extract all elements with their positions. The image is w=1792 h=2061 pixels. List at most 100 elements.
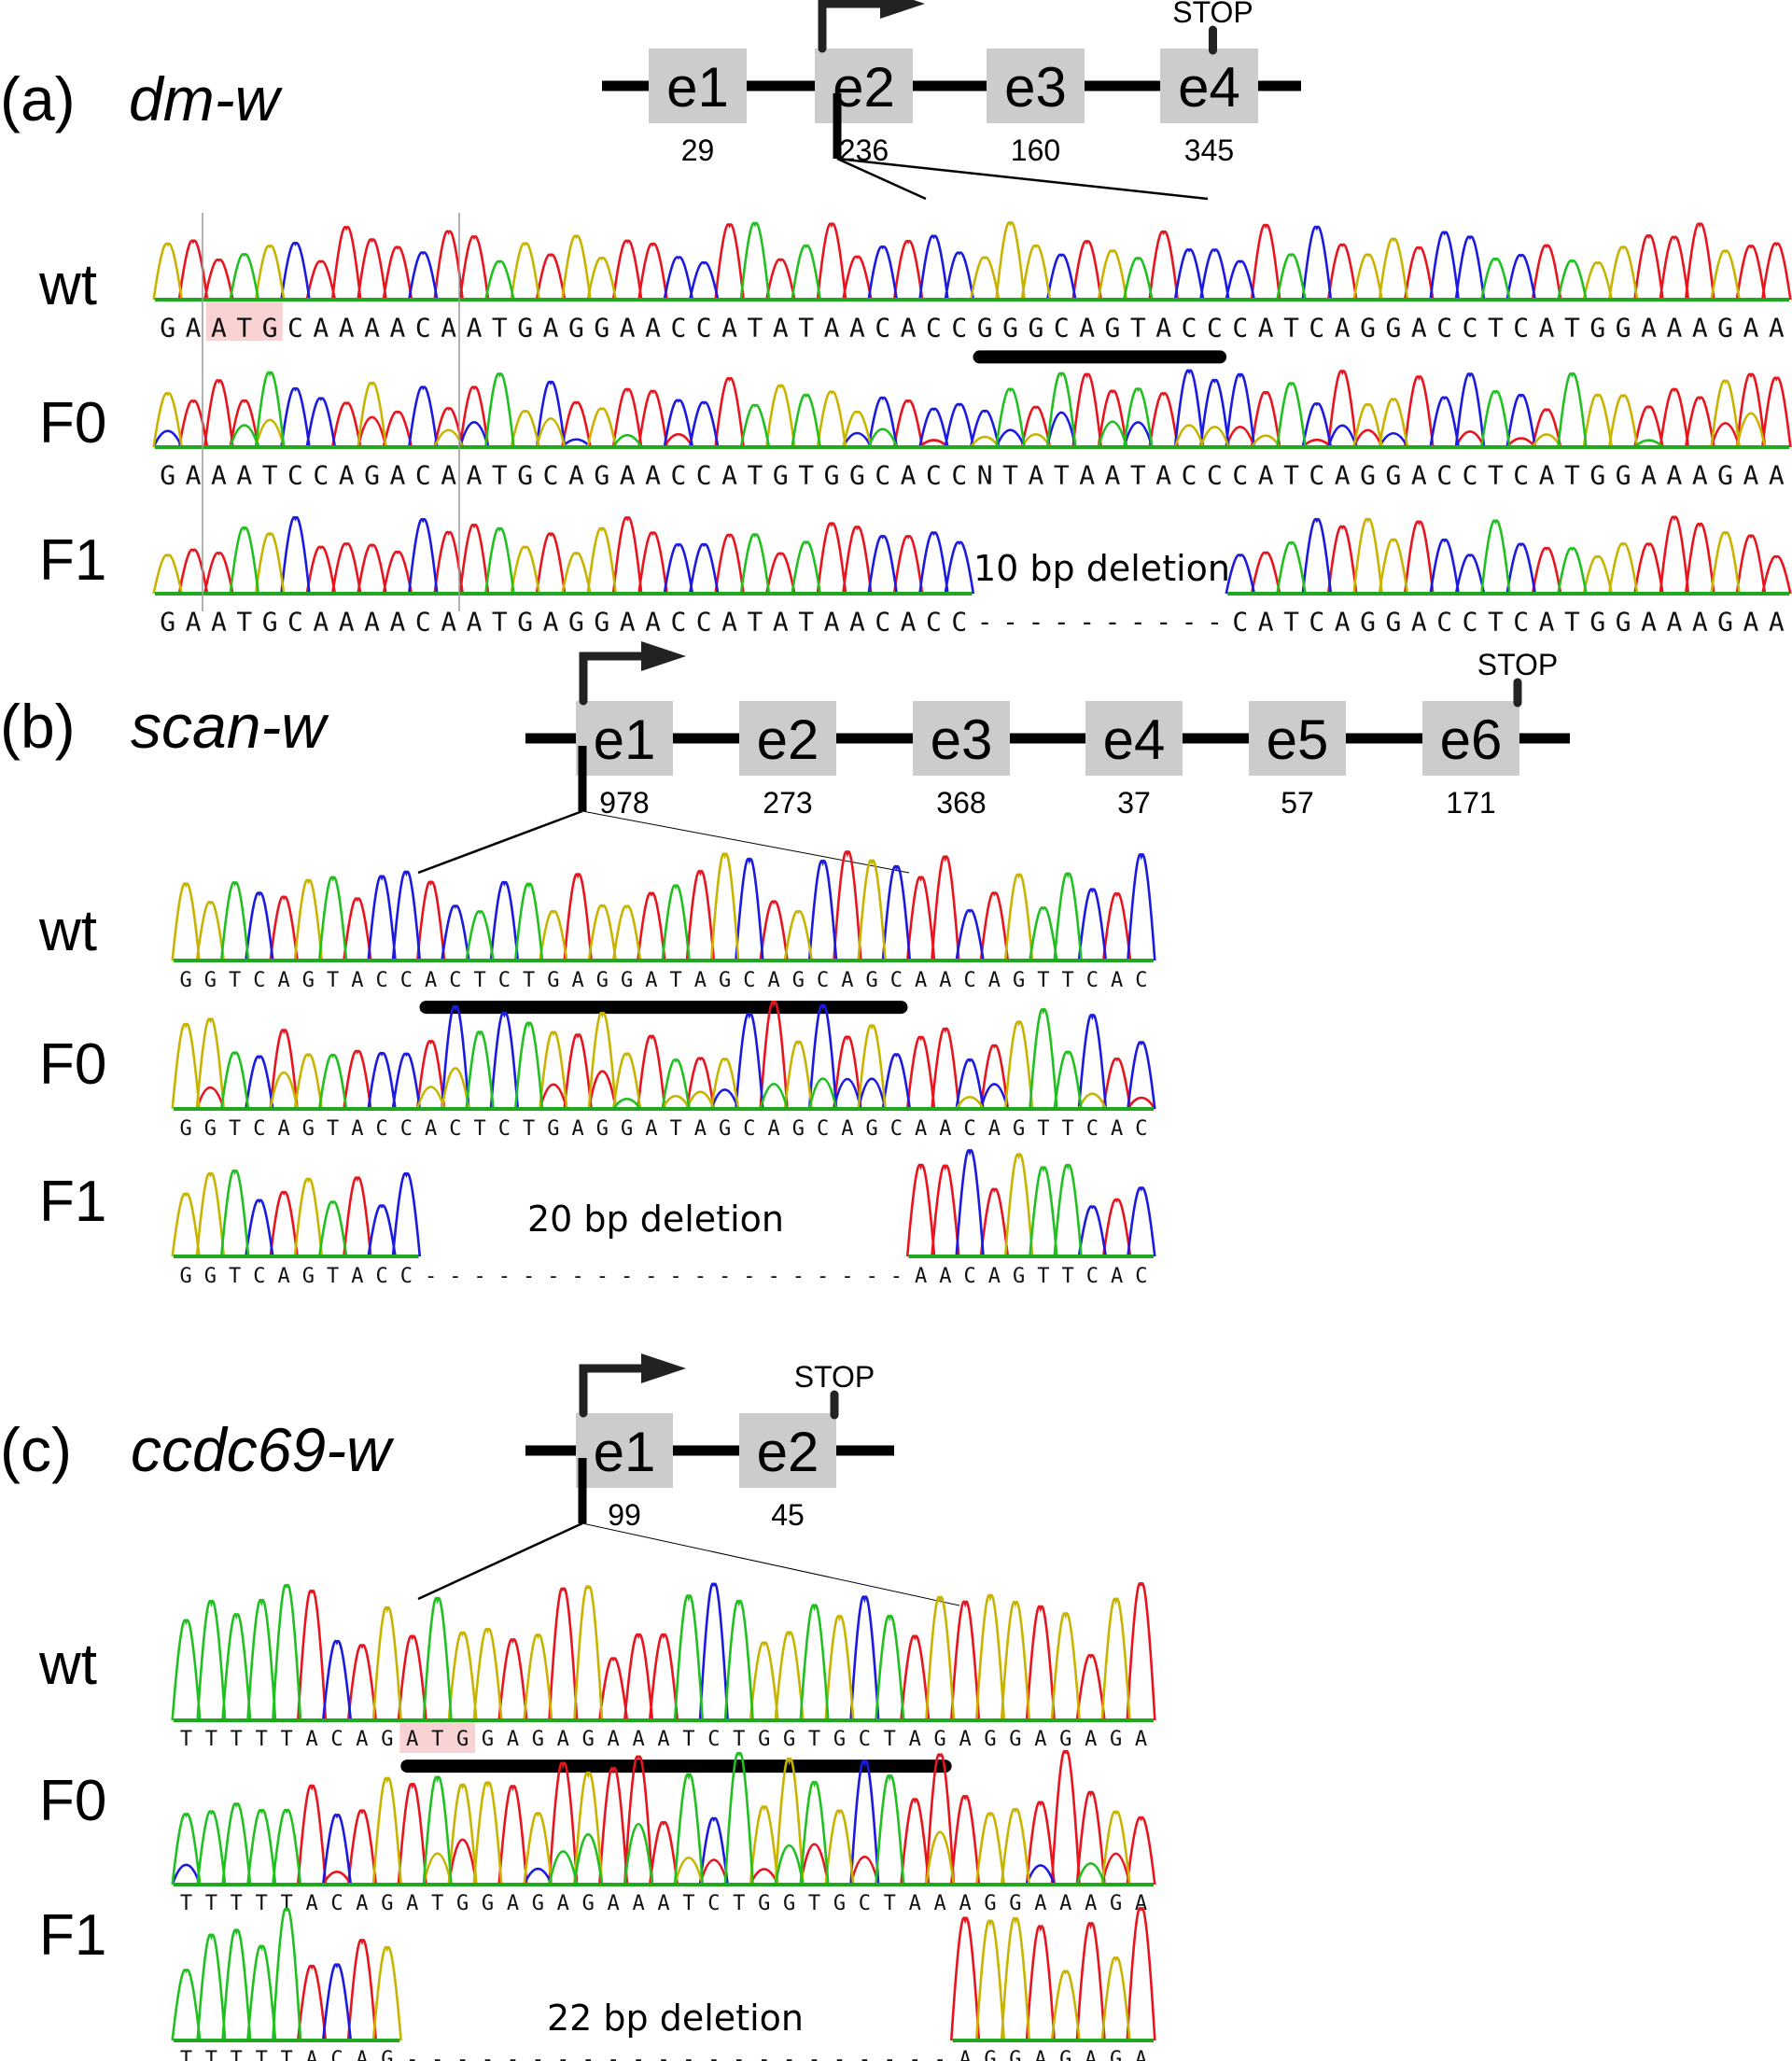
base-call: -: [833, 2048, 846, 2061]
trace-A: [195, 1001, 1156, 1110]
base-call: G: [1009, 1892, 1021, 1915]
trace-G: [152, 379, 1767, 448]
exon-label: e1: [594, 708, 656, 771]
base-call: A: [313, 312, 329, 343]
base-call: A: [211, 459, 227, 490]
base-call: T: [492, 459, 508, 490]
base-call: G: [1386, 312, 1402, 343]
base-call: T: [180, 2048, 192, 2061]
base-call: T: [1062, 1117, 1074, 1141]
base-call: A: [364, 606, 380, 637]
base-call: T: [205, 1728, 217, 1751]
base-call: G: [1110, 1728, 1122, 1751]
trace-T: [219, 872, 1083, 961]
transcription-start-arrow-icon: [818, 0, 892, 53]
base-call: G: [984, 1728, 996, 1751]
base-call: -: [547, 1265, 559, 1288]
start-codon-highlight: [399, 1722, 476, 1753]
base-call: A: [645, 459, 661, 490]
base-call: A: [339, 459, 355, 490]
exon-length: 45: [771, 1498, 805, 1532]
base-call: C: [707, 1728, 720, 1751]
base-call: G: [1589, 312, 1605, 343]
base-call: A: [620, 459, 636, 490]
base-call: G: [582, 1728, 595, 1751]
base-call: A: [1155, 312, 1171, 343]
base-call: A: [1135, 2048, 1147, 2061]
exon-label: e4: [1178, 56, 1240, 119]
base-call: T: [884, 1728, 896, 1751]
base-call: A: [389, 606, 405, 637]
base-call: G: [1110, 1892, 1122, 1915]
base-call: A: [278, 1117, 290, 1141]
base-call: T: [798, 312, 814, 343]
base-call: A: [364, 312, 380, 343]
base-call: A: [915, 969, 927, 992]
base-call: T: [1037, 969, 1049, 992]
base-call: G: [456, 1892, 469, 1915]
base-call: -: [1182, 606, 1197, 637]
base-call: C: [330, 1892, 343, 1915]
exon-length: 368: [936, 786, 986, 820]
base-call: G: [517, 459, 533, 490]
trace-C: [245, 853, 1156, 961]
base-call: T: [1130, 459, 1146, 490]
base-call: A: [351, 1117, 363, 1141]
base-call: A: [939, 969, 951, 992]
base-call: A: [1335, 312, 1351, 343]
exon-box: [1085, 701, 1183, 776]
base-call: A: [824, 312, 840, 343]
base-call: A: [1335, 459, 1351, 490]
base-call: G: [792, 969, 805, 992]
base-call: A: [901, 312, 917, 343]
base-call: C: [498, 969, 511, 992]
base-call: G: [532, 1728, 544, 1751]
base-call: C: [415, 606, 431, 637]
base-call: T: [256, 1892, 268, 1915]
base-call: C: [1436, 459, 1452, 490]
base-call: C: [1513, 606, 1529, 637]
base-call: G: [773, 459, 789, 490]
base-call: C: [287, 606, 303, 637]
panel-c-gene-name: ccdc69-w: [131, 1415, 391, 1484]
base-call: T: [1488, 312, 1504, 343]
base-call: A: [1411, 606, 1427, 637]
base-call: A: [351, 1265, 363, 1288]
base-call: C: [743, 969, 755, 992]
base-call: T: [682, 1728, 694, 1751]
row-label-b-wt: wt: [39, 899, 97, 963]
base-call: A: [186, 606, 202, 637]
base-call: A: [1079, 459, 1095, 490]
base-call: A: [841, 969, 853, 992]
base-call: G: [456, 1728, 469, 1751]
base-call: G: [547, 969, 559, 992]
zoom-fan-line-left: [417, 809, 583, 875]
base-call: A: [1258, 459, 1274, 490]
base-call: -: [572, 1265, 584, 1288]
base-call: -: [608, 2048, 620, 2061]
base-call: A: [1743, 459, 1759, 490]
base-call: -: [582, 2048, 595, 2061]
zoom-fan-line-right: [581, 1522, 960, 1606]
exon-label: e6: [1440, 708, 1503, 771]
base-call: C: [415, 459, 431, 490]
zoom-fan-line-left: [417, 1521, 583, 1601]
base-call: A: [211, 606, 227, 637]
transcription-start-arrow-icon: [579, 652, 653, 706]
base-call: A: [721, 606, 737, 637]
base-call: A: [1258, 312, 1274, 343]
base-call: T: [474, 969, 486, 992]
trace-T: [171, 1907, 302, 2041]
base-call: A: [632, 1892, 644, 1915]
base-call: T: [1062, 969, 1074, 992]
base-call: G: [517, 312, 533, 343]
exon-length: 37: [1117, 786, 1151, 820]
exon-box: [1160, 49, 1258, 123]
base-call: C: [951, 312, 967, 343]
base-call: G: [204, 969, 217, 992]
base-call: G: [547, 1117, 559, 1141]
base-call: T: [670, 1117, 682, 1141]
base-call: C: [449, 969, 461, 992]
